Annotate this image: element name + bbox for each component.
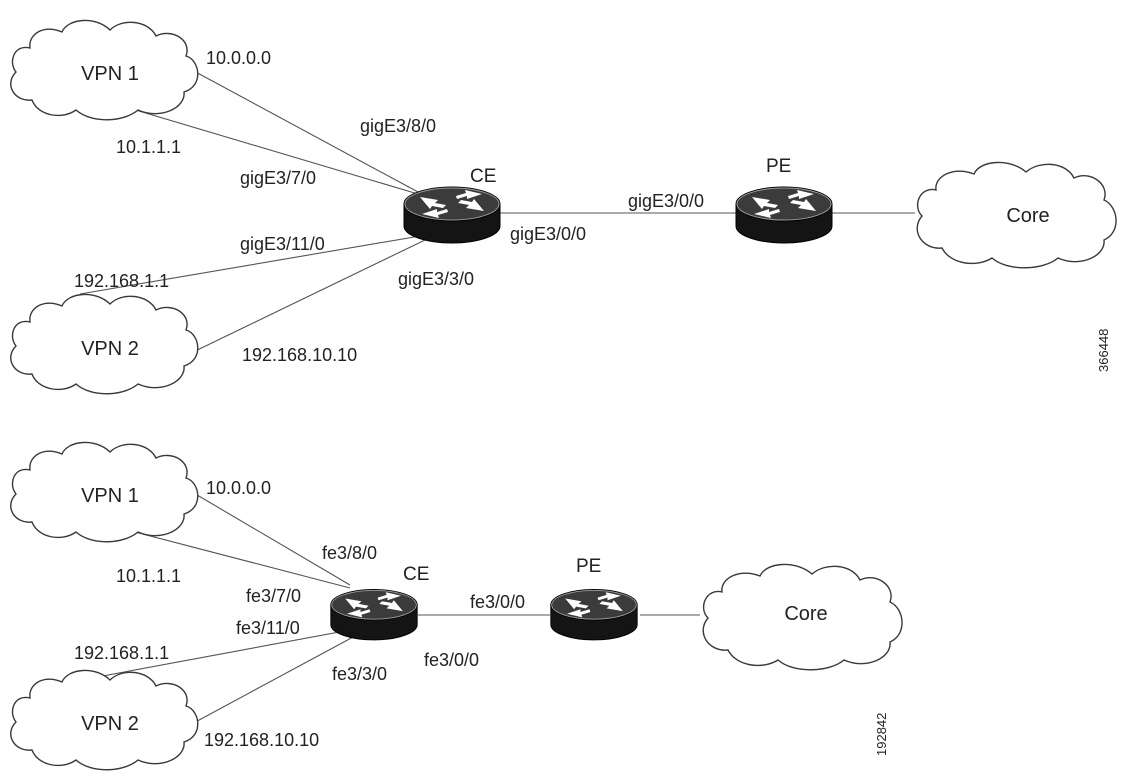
cloud-vpn1	[10, 441, 199, 543]
router-pe-icon	[735, 186, 833, 244]
interface-ce-vpn1-a: gigE3/8/0	[360, 116, 436, 136]
router-pe-icon	[550, 589, 638, 641]
figure-id-bottom: 192842	[874, 713, 889, 756]
address-vpn2-a: 192.168.1.1	[74, 643, 169, 663]
interface-ce-vpn2-b: gigE3/3/0	[398, 269, 474, 289]
cloud-vpn2-label: VPN 2	[81, 338, 139, 360]
diagram-top: VPN 1 VPN 2 Core CE PE 10.0.0.0 10.1.1.1…	[10, 19, 1117, 395]
interface-pe-ce: gigE3/0/0	[628, 191, 704, 211]
cloud-core-label: Core	[1006, 205, 1049, 227]
router-ce-label: CE	[403, 564, 429, 585]
link-vpn1-ce-b	[111, 102, 419, 195]
link-vpn2-ce-b	[184, 239, 426, 357]
cloud-core-label: Core	[784, 603, 827, 625]
interface-ce-vpn1-b: fe3/7/0	[246, 586, 301, 606]
cloud-vpn1	[10, 19, 199, 121]
link-vpn1-ce-a	[191, 491, 351, 586]
cloud-core	[916, 161, 1117, 269]
link-vpn2-ce-b	[187, 635, 356, 727]
cloud-vpn2	[10, 293, 199, 395]
interface-ce-vpn2-b: fe3/3/0	[332, 664, 387, 684]
address-vpn2-b: 192.168.10.10	[242, 345, 357, 365]
router-ce-label: CE	[470, 166, 496, 187]
diagram-bottom: VPN 1 VPN 2 Core CE PE 10.0.0.0 10.1.1.1…	[10, 441, 903, 771]
interface-ce-vpn1-b: gigE3/7/0	[240, 168, 316, 188]
interface-ce-pe: fe3/0/0	[424, 650, 479, 670]
interface-ce-vpn1-a: fe3/8/0	[322, 543, 377, 563]
figure-id-top: 366448	[1096, 329, 1111, 372]
link-vpn1-ce-a	[191, 69, 419, 193]
address-vpn1-a: 10.0.0.0	[206, 48, 271, 68]
router-ce-icon	[403, 186, 501, 244]
address-vpn1-b: 10.1.1.1	[116, 137, 181, 157]
address-vpn1-b: 10.1.1.1	[116, 566, 181, 586]
cloud-core	[702, 563, 903, 671]
address-vpn2-a: 192.168.1.1	[74, 271, 169, 291]
interface-ce-pe: gigE3/0/0	[510, 224, 586, 244]
link-vpn2-ce-a	[79, 235, 421, 295]
router-pe-label: PE	[576, 556, 601, 577]
interface-pe-ce: fe3/0/0	[470, 592, 525, 612]
interface-ce-vpn2-a: fe3/11/0	[236, 618, 300, 638]
router-ce-icon	[330, 589, 418, 641]
cloud-vpn1-label: VPN 1	[81, 63, 139, 85]
interface-ce-vpn2-a: gigE3/11/0	[240, 234, 325, 254]
router-pe-label: PE	[766, 156, 791, 177]
address-vpn2-b: 192.168.10.10	[204, 730, 319, 750]
cloud-vpn1-label: VPN 1	[81, 485, 139, 507]
cloud-vpn2-label: VPN 2	[81, 713, 139, 735]
cloud-vpn2	[10, 669, 199, 771]
address-vpn1-a: 10.0.0.0	[206, 478, 271, 498]
link-vpn2-ce-a	[91, 629, 351, 679]
